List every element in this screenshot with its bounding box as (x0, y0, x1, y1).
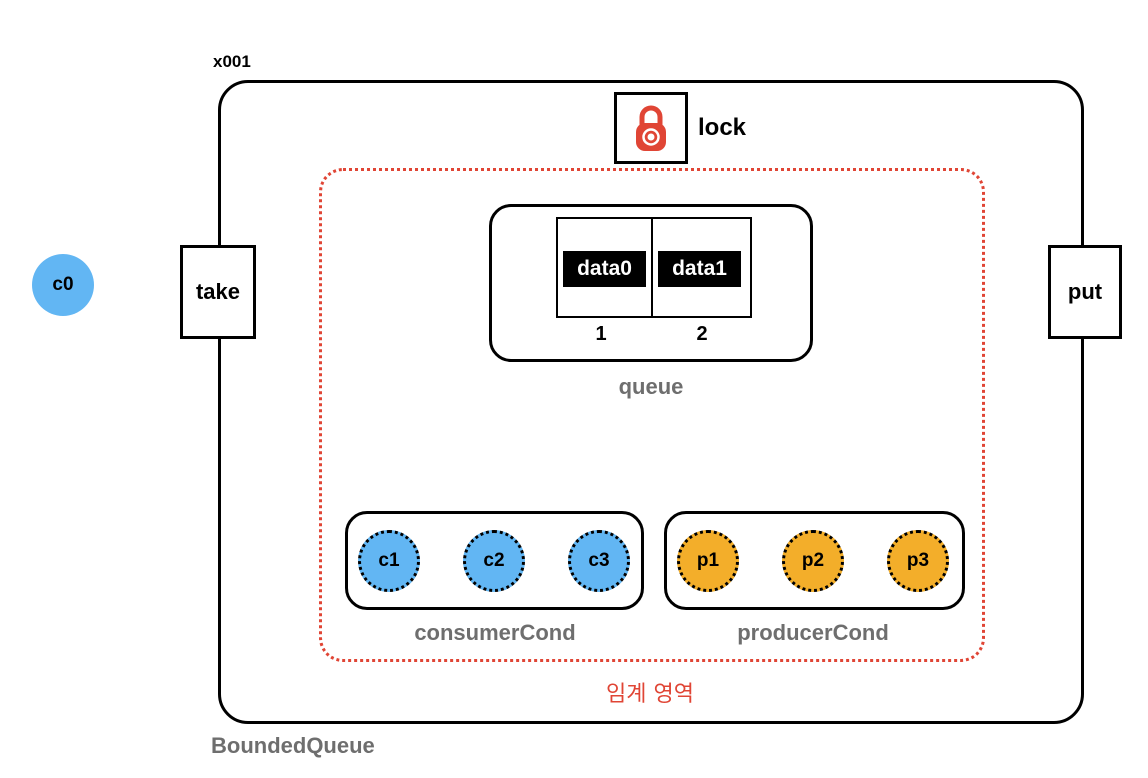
critical-section (319, 168, 985, 662)
slot-index: 1 (595, 323, 607, 345)
critical-section-label: 임계 영역 (606, 682, 694, 707)
instance-address: x001 (213, 52, 251, 71)
thread-label: p2 (801, 550, 825, 571)
consumer-cond-box (345, 511, 644, 610)
thread-label: c3 (588, 550, 610, 571)
lock-box (614, 92, 688, 164)
thread-label: p3 (906, 550, 930, 571)
slot-index: 2 (696, 323, 708, 345)
thread-c0-label: c0 (52, 274, 74, 295)
bounded-queue-object (218, 80, 1084, 724)
thread-c1: c1 (358, 530, 420, 592)
thread-p2: p2 (782, 530, 844, 592)
thread-c2: c2 (463, 530, 525, 592)
take-method: take (180, 245, 256, 339)
lock-label: lock (698, 114, 747, 141)
queue-label: queue (618, 374, 684, 399)
thread-c0: c0 (32, 254, 94, 316)
producer-cond-label: producerCond (737, 620, 889, 645)
class-name: BoundedQueue (211, 733, 375, 758)
queue-box (489, 204, 813, 362)
queue-slots (556, 217, 752, 318)
thread-label: c1 (378, 550, 400, 571)
queue-item: data1 (658, 251, 741, 287)
queue-item: data0 (563, 251, 646, 287)
slot-divider (651, 217, 653, 318)
thread-p1: p1 (677, 530, 739, 592)
take-label: take (195, 279, 241, 304)
thread-p3: p3 (887, 530, 949, 592)
consumer-cond-label: consumerCond (414, 620, 576, 645)
padlock-icon (636, 105, 666, 151)
thread-label: p1 (696, 550, 720, 571)
thread-label: c2 (483, 550, 505, 571)
put-label: put (1067, 279, 1103, 304)
thread-c3: c3 (568, 530, 630, 592)
producer-cond-box (664, 511, 965, 610)
put-method: put (1048, 245, 1122, 339)
